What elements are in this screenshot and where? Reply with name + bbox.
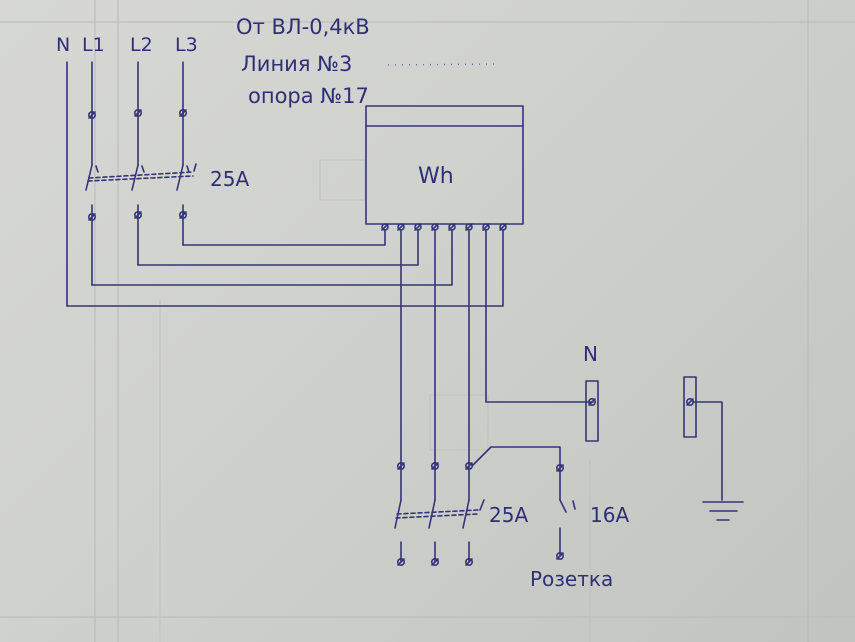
main-breaker-symbol bbox=[85, 163, 197, 286]
output-breaker-symbol bbox=[394, 499, 485, 566]
socket-breaker-rating: 16A bbox=[590, 503, 629, 527]
phase-l3-label: L3 bbox=[175, 34, 198, 56]
neutral-bus-label: N bbox=[583, 342, 598, 366]
neutral-label: N bbox=[56, 34, 70, 56]
incoming-lines bbox=[66, 61, 184, 307]
output-breaker-top-terminals bbox=[396, 461, 473, 470]
socket-label: Розетка bbox=[530, 567, 613, 591]
input-terminals bbox=[88, 109, 188, 120]
meter-input-wiring bbox=[66, 229, 504, 307]
meter-label: Wh bbox=[418, 164, 454, 189]
meter-terminals bbox=[381, 223, 507, 231]
ground-icon bbox=[702, 501, 744, 521]
meter-output-wiring bbox=[400, 229, 594, 501]
dotted-fill-line bbox=[387, 63, 501, 66]
pole-number-label: опора №17 bbox=[248, 84, 369, 108]
source-line-label: От ВЛ-0,4кВ bbox=[236, 15, 370, 39]
line-number-label: Линия №3 bbox=[241, 52, 352, 76]
socket-breaker-symbol bbox=[555, 463, 576, 560]
ground-bus-bar bbox=[683, 376, 723, 501]
neutral-bus-bar bbox=[585, 380, 599, 442]
phase-l1-label: L1 bbox=[82, 34, 105, 56]
socket-jumper-wire bbox=[471, 446, 561, 501]
phase-l2-label: L2 bbox=[130, 34, 153, 56]
output-breaker-rating: 25A bbox=[489, 503, 528, 527]
electricity-meter bbox=[365, 105, 524, 225]
main-breaker-rating: 25A bbox=[210, 167, 249, 191]
